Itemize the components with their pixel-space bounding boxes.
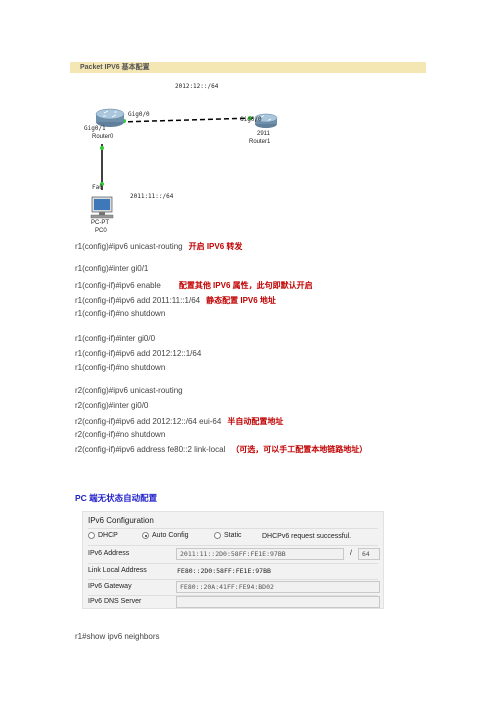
- prefix-length-field[interactable]: 64: [358, 548, 380, 560]
- divider: [88, 579, 378, 580]
- network-topology: 2012:12::/64 2011:11::/64 Gig0/0 Gig0/1 …: [80, 78, 320, 240]
- router1-model: 2911: [257, 131, 270, 137]
- divider: [88, 563, 378, 564]
- ipv6-address-row: IPv6 Address 2011:11::2D0:58FF:FE1E:97BB…: [88, 548, 380, 561]
- ipv6-config-panel: IPv6 Configuration DHCP Auto Config Stat…: [82, 511, 384, 609]
- banner-title: Packet IPV6 基本配置: [80, 64, 150, 71]
- router0-name: Router0: [92, 134, 114, 140]
- dhcp-radio[interactable]: [88, 532, 95, 539]
- command-line: r1(config-if)#inter gi0/0: [75, 334, 156, 343]
- auto-config-option[interactable]: Auto Config: [142, 532, 189, 539]
- dashed-link-r0-r1: [119, 117, 256, 123]
- pc-type-label: PC-PT: [91, 220, 109, 226]
- r0-port-left-label: Gig0/1: [84, 125, 106, 132]
- port-dot-pc-fa0: [100, 182, 104, 186]
- command-note: 配置其他 IPV6 属性，此句即默认开启: [178, 281, 313, 290]
- ipv6-address-field[interactable]: 2011:11::2D0:58FF:FE1E:97BB: [176, 548, 344, 560]
- router1-icon[interactable]: [254, 113, 278, 128]
- bottom-network-label: 2011:11::/64: [130, 193, 174, 200]
- command-line: r1(config-if)#no shutdown: [75, 309, 166, 318]
- ipv6-address-label: IPv6 Address: [88, 550, 130, 557]
- command-note: 静态配置 IPV6 地址: [206, 296, 276, 305]
- divider: [88, 595, 378, 596]
- static-option[interactable]: Static: [214, 532, 242, 539]
- auto-config-radio[interactable]: [142, 532, 149, 539]
- command-line: r2(config-if)#ipv6 address fe80::2 link-…: [75, 445, 368, 454]
- command-note: 开启 IPV6 转发: [188, 242, 243, 251]
- link-local-label: Link Local Address: [88, 567, 147, 574]
- top-network-label: 2012:12::/64: [175, 83, 219, 90]
- pc-autoconfig-heading: PC 端无状态自动配置: [75, 493, 158, 503]
- r0-port-right-label: Gig0/0: [128, 111, 150, 118]
- command-line: r1(config-if)#no shutdown: [75, 363, 166, 372]
- pc-icon[interactable]: [90, 196, 114, 219]
- command-line: r2(config)#inter gi0/0: [75, 401, 149, 410]
- ipv6-dns-label: IPv6 DNS Server: [88, 598, 142, 605]
- ipv6-mode-row: DHCP Auto Config Static DHCPv6 request s…: [88, 531, 380, 544]
- divider: [88, 528, 378, 529]
- command-line: r2(config)#ipv6 unicast-routing: [75, 386, 183, 395]
- panel-title: IPv6 Configuration: [88, 516, 154, 525]
- router0-icon[interactable]: [95, 108, 125, 127]
- command-line: r1(config-if)#ipv6 add 2012:12::1/64: [75, 349, 202, 358]
- topology-links: [90, 108, 278, 219]
- ipv6-dns-field[interactable]: [176, 596, 380, 608]
- ipv6-gateway-label: IPv6 Gateway: [88, 583, 132, 590]
- link-local-value: FE80::2D0:58FF:FE1E:97BB: [177, 567, 271, 575]
- show-neighbors-command: r1#show ipv6 neighbors: [75, 632, 160, 641]
- link-local-row: Link Local Address FE80::2D0:58FF:FE1E:9…: [88, 565, 380, 578]
- command-line: r1(config)#inter gi0/1: [75, 264, 149, 273]
- dhcpv6-status-text: DHCPv6 request successful.: [262, 533, 352, 540]
- pc-name-label: PC0: [95, 228, 107, 234]
- command-line: r2(config-if)#ipv6 add 2012:12::/64 eui-…: [75, 417, 284, 426]
- router1-name: Router1: [249, 139, 271, 145]
- port-dot-r0-gig01: [100, 146, 104, 150]
- ipv6-dns-row: IPv6 DNS Server: [88, 596, 380, 609]
- ipv6-gateway-row: IPv6 Gateway FE80::20A:41FF:FE94:BD02: [88, 581, 380, 594]
- command-line: r2(config-if)#no shutdown: [75, 430, 166, 439]
- static-radio[interactable]: [214, 532, 221, 539]
- port-dot-r1-gig00: [248, 116, 252, 120]
- page-banner: Packet IPV6 基本配置: [70, 62, 426, 73]
- command-note: 半自动配置地址: [227, 417, 284, 426]
- r1-port-label: Gig0/0: [240, 116, 262, 123]
- divider: [88, 545, 378, 546]
- pc-port-label: Fa0: [92, 184, 103, 191]
- dhcp-option[interactable]: DHCP: [88, 532, 118, 539]
- prefix-separator: /: [350, 550, 352, 557]
- ipv6-gateway-field[interactable]: FE80::20A:41FF:FE94:BD02: [176, 581, 380, 593]
- command-note: （可选，可以手工配置本地链路地址）: [231, 445, 368, 454]
